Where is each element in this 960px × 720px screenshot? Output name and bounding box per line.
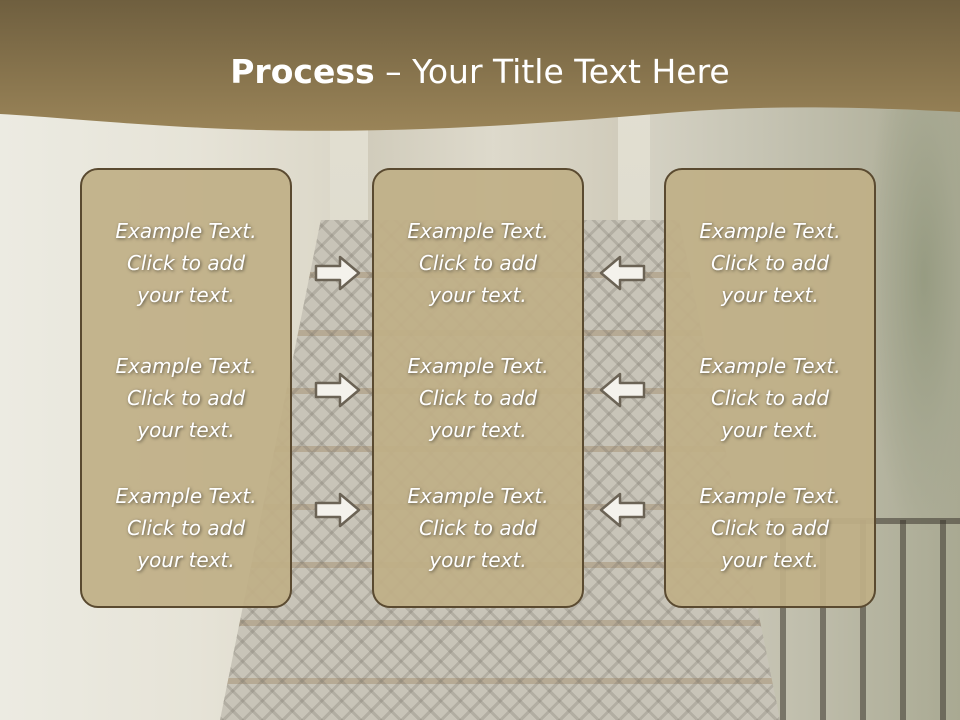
text-placeholder[interactable]: Example Text. Click to add your text. xyxy=(407,354,549,442)
background-foliage xyxy=(870,110,960,530)
text-placeholder[interactable]: Example Text. Click to add your text. xyxy=(115,484,257,572)
title-banner: Process – Your Title Text Here xyxy=(0,0,960,140)
process-panel-left[interactable]: Example Text. Click to add your text. Ex… xyxy=(80,168,292,608)
text-placeholder[interactable]: Example Text. Click to add your text. xyxy=(699,219,841,307)
left-arrow-icon xyxy=(599,492,646,528)
text-placeholder[interactable]: Example Text. Click to add your text. xyxy=(115,354,257,442)
title-bold-text: Process xyxy=(230,52,375,91)
right-arrow-icon xyxy=(314,372,361,408)
left-arrow-icon xyxy=(599,255,646,291)
process-panel-center[interactable]: Example Text. Click to add your text. Ex… xyxy=(372,168,584,608)
text-placeholder[interactable]: Example Text. Click to add your text. xyxy=(699,484,841,572)
text-placeholder[interactable]: Example Text. Click to add your text. xyxy=(407,219,549,307)
title-rest-text: – Your Title Text Here xyxy=(374,52,730,91)
slide-title[interactable]: Process – Your Title Text Here xyxy=(0,52,960,91)
text-placeholder[interactable]: Example Text. Click to add your text. xyxy=(407,484,549,572)
process-panel-right[interactable]: Example Text. Click to add your text. Ex… xyxy=(664,168,876,608)
right-arrow-icon xyxy=(314,492,361,528)
text-placeholder[interactable]: Example Text. Click to add your text. xyxy=(115,219,257,307)
text-placeholder[interactable]: Example Text. Click to add your text. xyxy=(699,354,841,442)
right-arrow-icon xyxy=(314,255,361,291)
left-arrow-icon xyxy=(599,372,646,408)
